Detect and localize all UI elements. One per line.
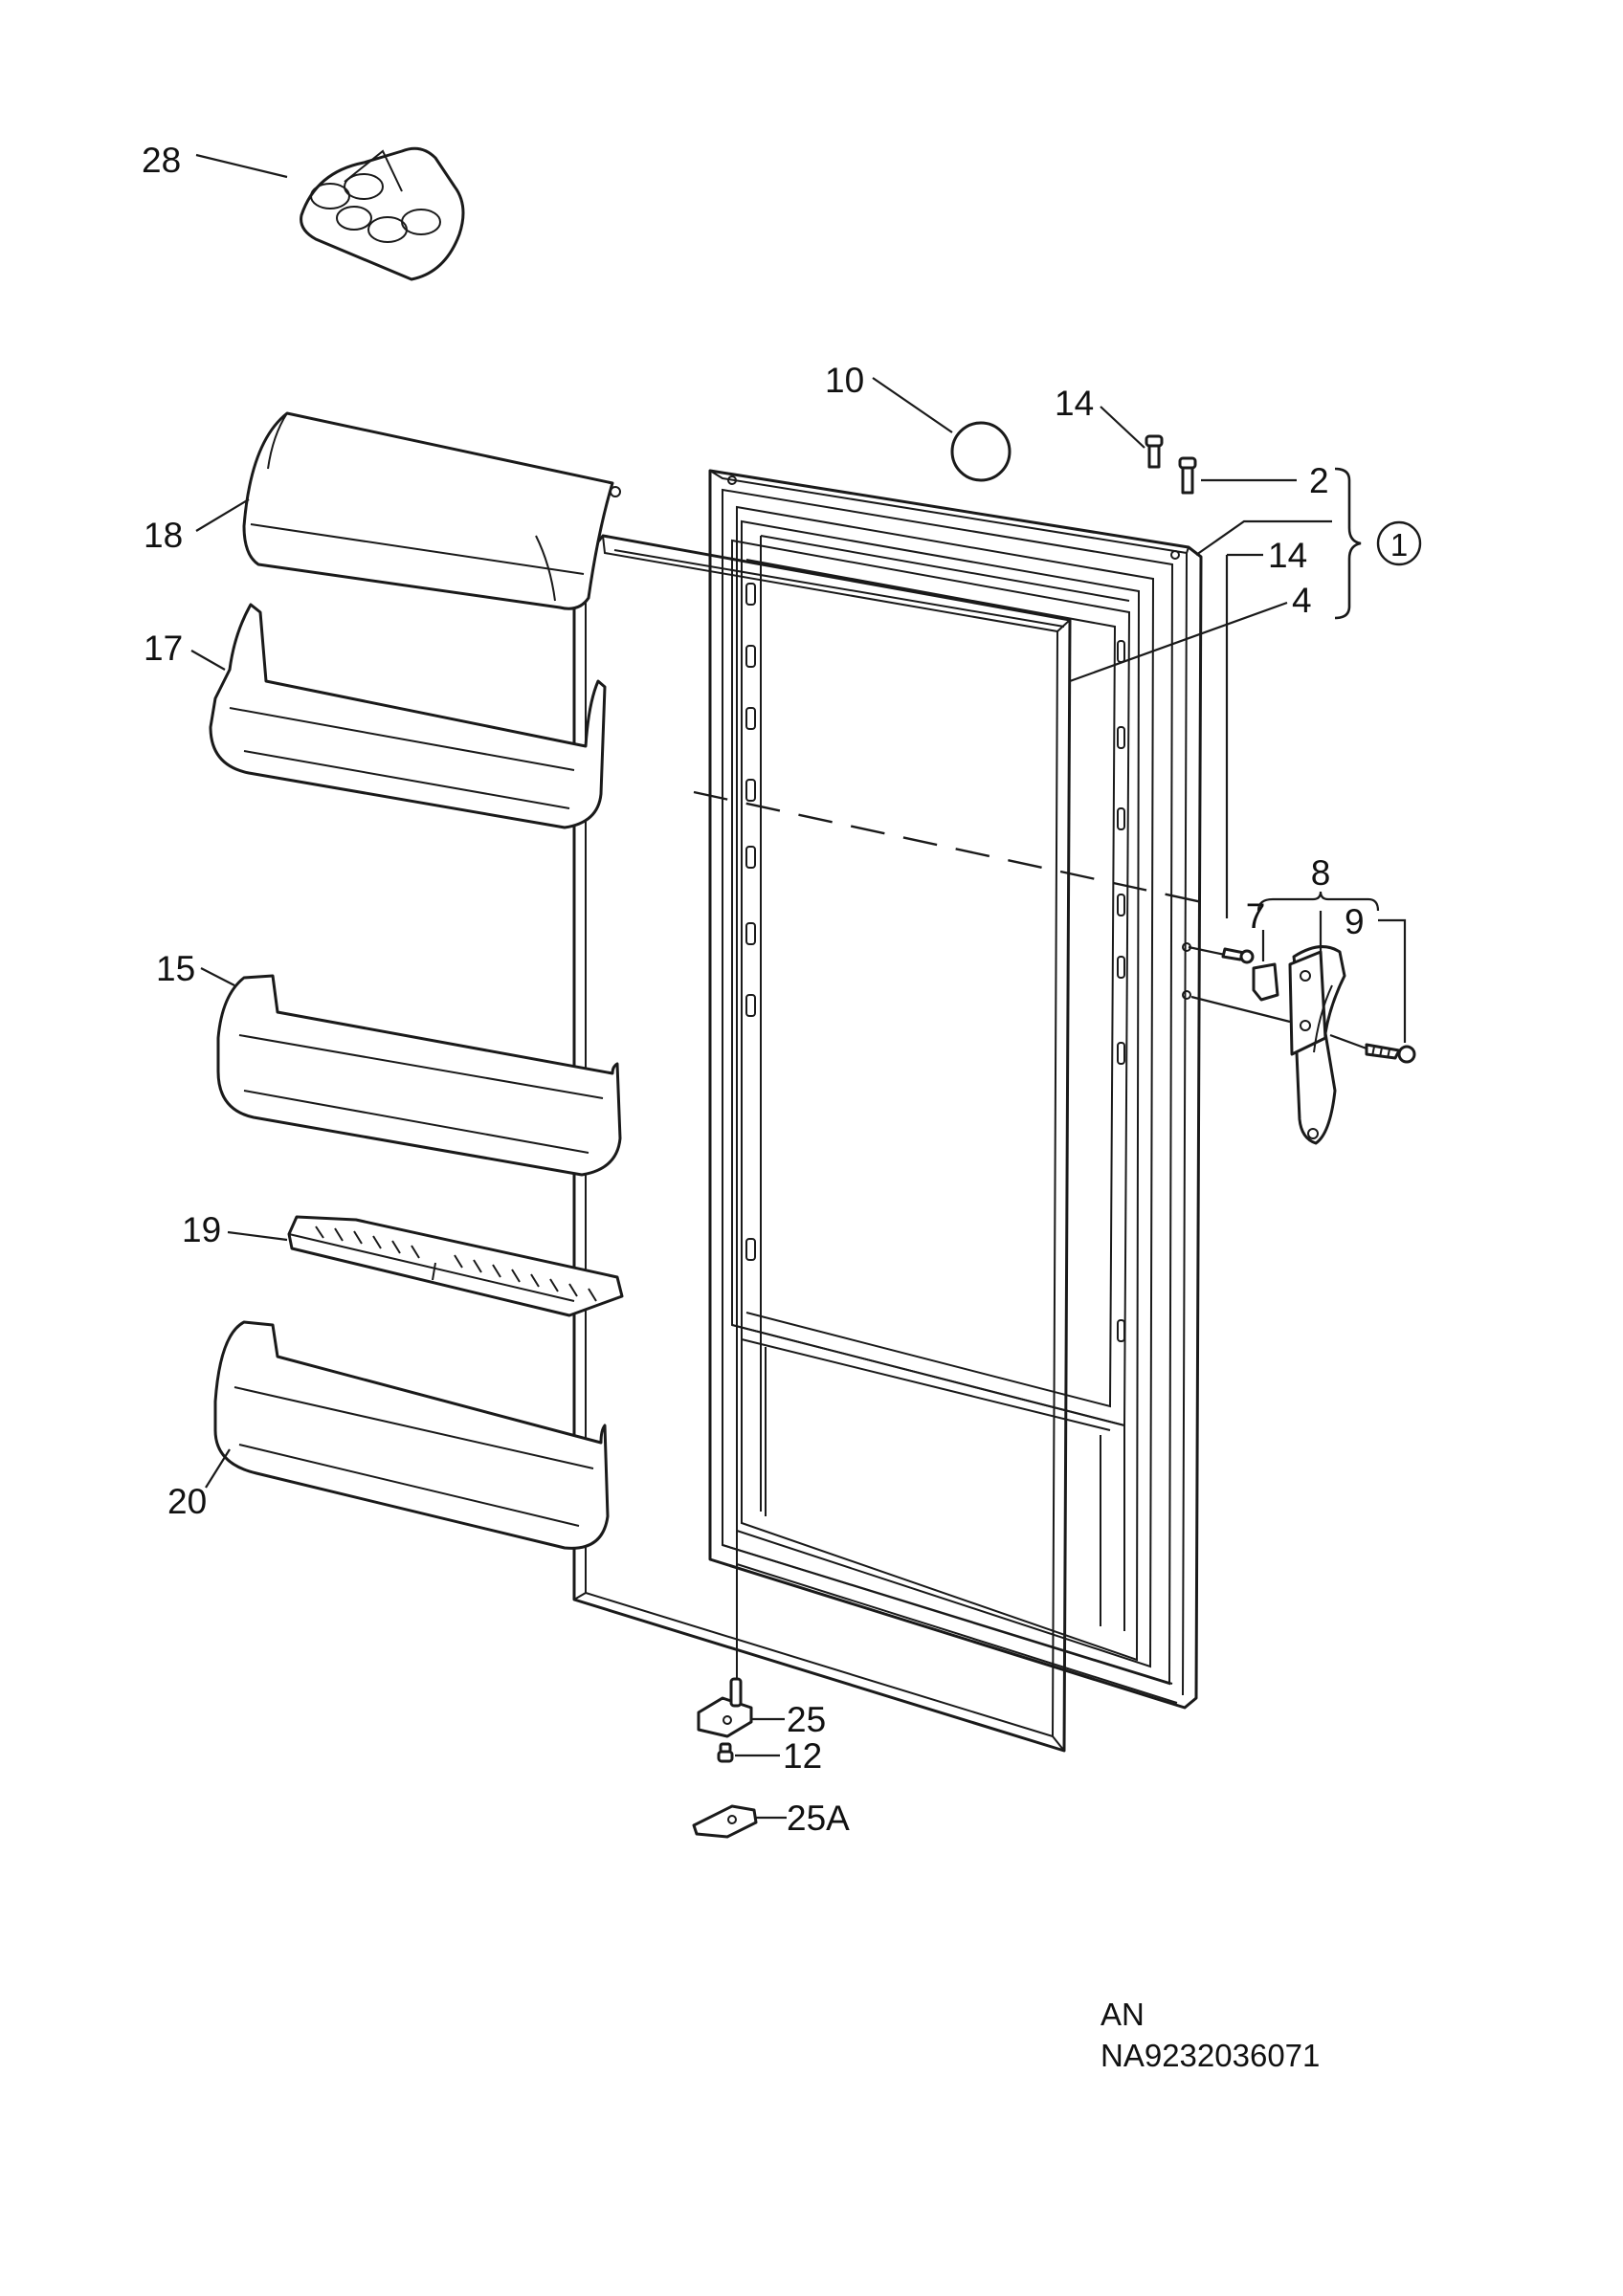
assembly-circle (1376, 520, 1422, 566)
doc-number: NA9232036071 (1101, 2038, 1320, 2073)
leader-17 (190, 650, 226, 671)
part-12-screw (717, 1742, 734, 1763)
callout-17: 17 (144, 629, 183, 668)
leader-screw-hole-bottom (1190, 995, 1291, 1024)
part-20-door-shelf (213, 1320, 610, 1550)
leader-20 (205, 1448, 231, 1489)
part-15-door-shelf (216, 974, 622, 1177)
part-7-handle-clip (1252, 962, 1279, 1002)
door-panel (708, 469, 1203, 1710)
assembly-brace (1334, 467, 1362, 620)
callout-25: 25 (787, 1700, 826, 1739)
leader-screw-hole-top (1188, 945, 1226, 957)
leader-1-assembly (1195, 519, 1332, 556)
part-25a-hinge-cover (692, 1804, 758, 1839)
callout-1: 1 (1390, 527, 1408, 563)
callout-4: 4 (1292, 581, 1312, 620)
leader-19 (227, 1230, 288, 1242)
callout-9: 9 (1345, 902, 1365, 941)
part-28-egg-tray (300, 146, 465, 281)
leader-18 (195, 498, 250, 532)
part-25-hinge (697, 1677, 753, 1738)
callout-7: 7 (1246, 896, 1266, 936)
leader-9-screw (1329, 1033, 1367, 1050)
part-17-door-shelf (209, 603, 607, 829)
part-19-retainer (287, 1215, 624, 1317)
part-2-pin (1178, 456, 1197, 495)
callout-12: 12 (783, 1736, 822, 1776)
part-10-plug (950, 421, 1012, 482)
callout-10: 10 (825, 361, 864, 400)
callout-20: 20 (167, 1482, 207, 1521)
part-8-handle (1288, 945, 1346, 1145)
alignment-dash-line (693, 790, 1212, 906)
callout-8: 8 (1311, 853, 1331, 893)
callout-25a: 25A (787, 1799, 850, 1838)
callout-14-mid: 14 (1268, 536, 1307, 575)
leader-4 (1069, 601, 1288, 683)
leader-28 (195, 153, 288, 179)
callout-2: 2 (1309, 461, 1329, 500)
callout-18: 18 (144, 516, 183, 555)
callout-28: 28 (142, 141, 181, 180)
leader-14-mid (1225, 553, 1263, 918)
leader-15 (200, 967, 235, 986)
brace-8 (1256, 891, 1380, 912)
leader-9 (1378, 918, 1407, 1043)
callout-14-top: 14 (1055, 384, 1094, 423)
part-14-pin (1145, 434, 1164, 469)
callout-15: 15 (156, 949, 195, 988)
leader-14-top (1100, 406, 1145, 449)
part-9-screw (1365, 1043, 1416, 1064)
part-18-dairy-flap (242, 411, 621, 610)
callout-19: 19 (182, 1210, 221, 1249)
doc-code: AN (1101, 1997, 1145, 2032)
leader-10 (872, 377, 953, 433)
part-14-handle-screw (1221, 947, 1255, 964)
